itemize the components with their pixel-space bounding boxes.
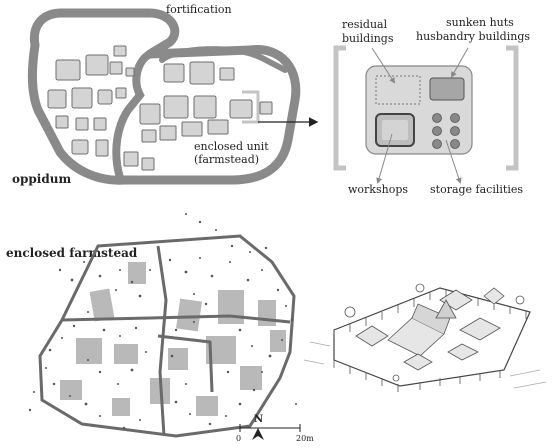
enclosed-unit-label-2: (farmstead) (194, 153, 259, 166)
residual-buildings-area (375, 75, 421, 105)
fortification-label: fortification (166, 3, 232, 16)
north-arrow-icon (252, 428, 264, 440)
sunken-label-2: husbandry buildings (416, 30, 530, 43)
storage-label: storage facilities (430, 183, 523, 196)
inner-wall (112, 50, 154, 182)
scale-end-label: 20m (296, 434, 314, 443)
enclosed-farmstead-label: enclosed farmstead (6, 246, 138, 260)
fortification-wall (27, 8, 301, 185)
scale-start-label: 0 (236, 434, 241, 443)
residual-label-2: buildings (342, 32, 394, 45)
residual-pointer (371, 47, 396, 84)
sunken-huts-block (429, 77, 465, 101)
plan-postholes (28, 213, 297, 430)
reconstruction-drawing (303, 283, 547, 392)
storage-pits (432, 113, 460, 149)
plan-features (60, 262, 286, 416)
workshops-pointer (376, 133, 393, 184)
enclosed-unit-label-1: enclosed unit (194, 140, 269, 153)
left-bracket (333, 45, 346, 171)
north-label: N (254, 414, 263, 425)
workshops-label: workshops (348, 183, 408, 196)
enclosed-unit-bracket (242, 90, 260, 124)
oppidum-schematic (27, 8, 319, 185)
storage-pointer (445, 139, 462, 184)
plan-ditches (38, 234, 296, 438)
farmstead-schematic (333, 45, 519, 184)
archaeological-plan: N 0 20m (28, 213, 314, 443)
sunken-pointer (451, 47, 469, 78)
scale-bar (239, 424, 301, 432)
oppidum-buildings (47, 45, 273, 171)
enclosure-wall (159, 46, 288, 73)
residual-label-1: residual (342, 18, 388, 31)
sunken-label-1: sunken huts (446, 16, 514, 29)
oppidum-label: oppidum (12, 172, 71, 186)
right-bracket (506, 45, 519, 171)
